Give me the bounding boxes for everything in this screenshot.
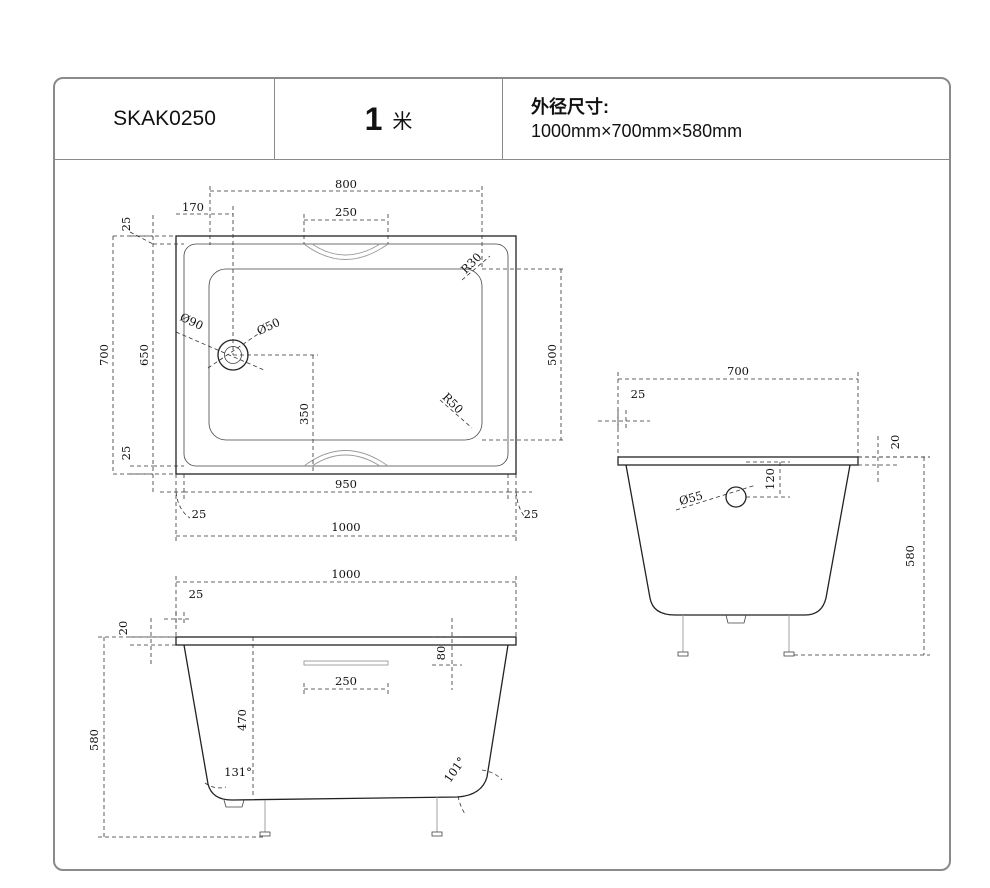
dim-line-250 xyxy=(303,214,389,244)
dim-950: 950 xyxy=(335,477,357,491)
size-label: 外径尺寸: xyxy=(531,97,609,117)
bottom-outline xyxy=(208,268,483,441)
dim-25-bottom-left: 25 xyxy=(119,446,133,461)
quantity-cell: 1 米 xyxy=(275,79,503,159)
dim-r30: R30 xyxy=(458,250,484,276)
headrest-arc-bottom-inner xyxy=(311,454,381,467)
dim-front-131: 131° xyxy=(224,765,252,779)
side-body xyxy=(625,464,851,616)
dim-line-170 xyxy=(176,206,234,355)
dim-line-side-120 xyxy=(746,461,790,498)
dim-line-25-top xyxy=(129,231,154,245)
dim-350: 350 xyxy=(297,403,311,425)
dim-line-25-right xyxy=(508,491,532,519)
dim-side-120: 120 xyxy=(763,468,777,490)
dim-front-1000: 1000 xyxy=(331,567,360,581)
dim-line-front-80 xyxy=(432,618,462,690)
dim-front-25: 25 xyxy=(189,587,204,601)
dim-line-radius xyxy=(439,255,491,429)
dim-front-101: 101° xyxy=(441,754,468,785)
dim-front-470: 470 xyxy=(235,709,249,731)
dim-line-side-25 xyxy=(598,410,650,430)
side-foot-left xyxy=(677,651,689,657)
dim-25-bottom-b: 25 xyxy=(524,507,539,521)
dim-d90: Ø90 xyxy=(178,310,206,333)
top-view: 800 170 250 25 700 650 25 R30 500 Ø90 Ø5… xyxy=(97,177,566,542)
dim-25-top-left: 25 xyxy=(119,217,133,232)
dim-line-drain-diameter xyxy=(175,331,265,371)
dim-1000-top: 1000 xyxy=(331,520,360,534)
dim-side-580: 580 xyxy=(903,545,917,567)
dim-line-front-25 xyxy=(164,612,192,626)
front-foot-right xyxy=(431,831,443,837)
dim-250-top: 250 xyxy=(335,205,357,219)
rim-outline xyxy=(175,235,517,475)
dim-side-d55: Ø55 xyxy=(678,488,705,508)
dim-front-250: 250 xyxy=(335,674,357,688)
dim-line-350 xyxy=(233,354,318,474)
dim-line-950 xyxy=(183,474,509,500)
dim-line-front-580 xyxy=(98,636,265,838)
title-block: SKAK0250 1 米 外径尺寸: 1000mm×700mm×580mm xyxy=(55,79,949,160)
dim-r50: R50 xyxy=(440,390,466,416)
side-drain xyxy=(725,614,747,624)
front-drain xyxy=(223,799,245,808)
front-body xyxy=(183,644,509,801)
dim-line-side-580 xyxy=(794,456,930,656)
dim-170: 170 xyxy=(182,200,204,214)
drawing-frame: SKAK0250 1 米 外径尺寸: 1000mm×700mm×580mm xyxy=(53,77,951,871)
dim-arc-131 xyxy=(204,782,227,789)
dim-500: 500 xyxy=(545,344,559,366)
side-foot-right xyxy=(783,651,795,657)
front-legs xyxy=(264,797,438,832)
dim-line-800 xyxy=(209,186,483,269)
front-rim xyxy=(175,636,517,646)
dim-line-front-250 xyxy=(303,683,389,697)
side-overflow-circle xyxy=(725,486,747,508)
dim-line-front-20 xyxy=(130,618,176,665)
size-value: 1000mm×700mm×580mm xyxy=(531,121,743,141)
dim-d50: Ø50 xyxy=(254,315,282,338)
inner-rim-outline xyxy=(183,243,509,467)
headrest-arc-top-inner xyxy=(311,243,381,256)
side-legs xyxy=(682,615,790,652)
dim-side-20: 20 xyxy=(888,435,902,450)
side-view: 700 25 20 Ø55 120 580 xyxy=(598,364,930,657)
dim-800: 800 xyxy=(335,177,357,191)
dim-line-25-left xyxy=(160,491,191,519)
dim-side-25: 25 xyxy=(631,387,646,401)
dim-arc-101 xyxy=(457,769,503,815)
side-rim xyxy=(617,456,859,466)
headrest-arc-bottom xyxy=(303,450,389,467)
model-code: SKAK0250 xyxy=(113,107,216,130)
dim-front-80: 80 xyxy=(434,646,448,661)
front-headrest xyxy=(303,660,389,666)
dim-front-580: 580 xyxy=(87,729,101,751)
dim-line-side-700 xyxy=(617,372,859,465)
dim-line-650 xyxy=(152,215,184,494)
dim-650: 650 xyxy=(137,344,151,366)
dim-line-1000 xyxy=(175,474,517,542)
dim-line-500 xyxy=(482,268,566,441)
dim-line-front-1000 xyxy=(175,576,517,637)
model-cell: SKAK0250 xyxy=(55,79,275,159)
front-foot-left xyxy=(259,831,271,837)
size-cell: 外径尺寸: 1000mm×700mm×580mm xyxy=(503,79,949,159)
quantity-value: 1 xyxy=(364,100,383,137)
dim-700-top: 700 xyxy=(97,344,111,366)
dim-line-25-bottom xyxy=(130,465,153,475)
dim-side-700: 700 xyxy=(727,364,749,378)
quantity-unit: 米 xyxy=(392,110,413,133)
headrest-arc-top xyxy=(303,243,389,260)
front-view: 1000 25 20 80 250 470 580 131° 101° xyxy=(87,567,517,838)
dim-25-bottom-a: 25 xyxy=(192,507,207,521)
dim-front-20: 20 xyxy=(116,621,130,636)
